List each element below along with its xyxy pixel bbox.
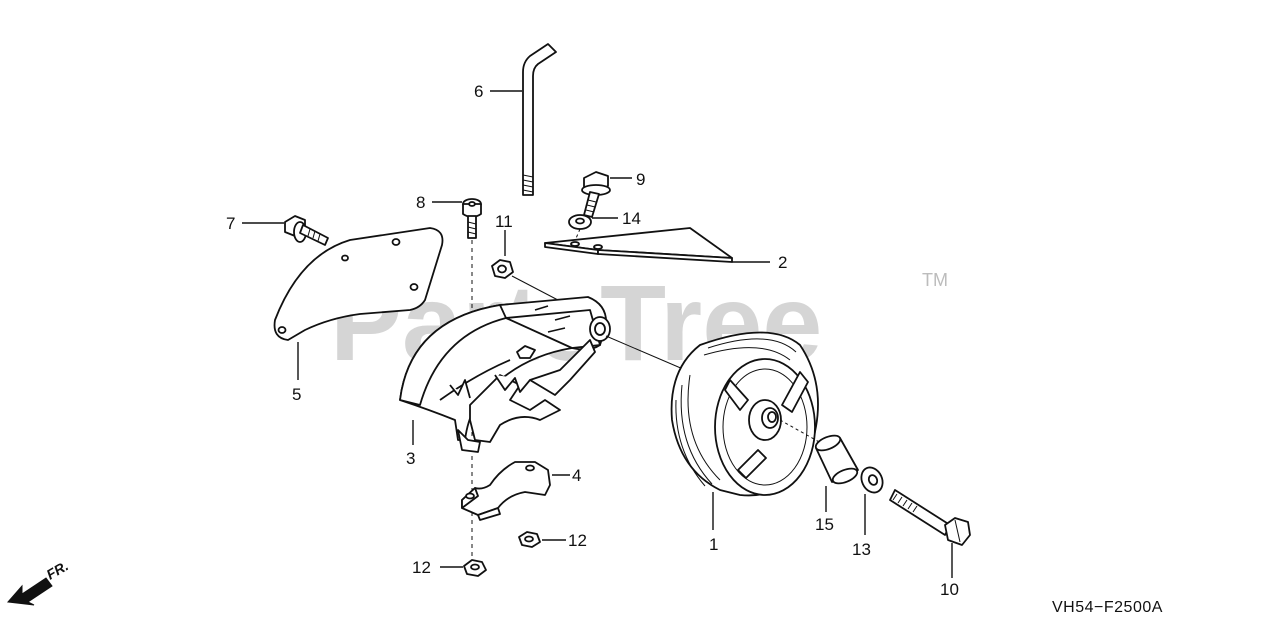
callout-8: 8 xyxy=(416,193,425,212)
callout-9: 9 xyxy=(636,170,645,189)
part-8-screw[interactable] xyxy=(462,198,482,239)
part-12-nut-right[interactable] xyxy=(518,531,541,548)
part-9-bolt[interactable] xyxy=(581,171,611,218)
part-1-wheel[interactable] xyxy=(670,331,819,497)
callout-3: 3 xyxy=(406,449,415,468)
callout-5: 5 xyxy=(292,385,301,404)
diagram-code: VH54−F2500A xyxy=(1052,599,1163,616)
trademark-text: TM xyxy=(922,270,948,290)
part-11-nut[interactable] xyxy=(491,259,514,279)
part-6-rod[interactable] xyxy=(522,43,557,196)
part-12-nut-lower[interactable] xyxy=(463,559,487,577)
part-7-bolt[interactable] xyxy=(284,215,329,246)
callout-12-lower: 12 xyxy=(412,558,431,577)
part-10-bolt[interactable] xyxy=(889,489,971,546)
callout-14: 14 xyxy=(622,209,641,228)
part-14-washer[interactable] xyxy=(568,214,592,230)
callout-6: 6 xyxy=(474,82,483,101)
callout-15: 15 xyxy=(815,515,834,534)
callout-1: 1 xyxy=(709,535,718,554)
callout-12-right: 12 xyxy=(568,531,587,550)
part-5-cover[interactable] xyxy=(273,227,444,341)
callout-2: 2 xyxy=(778,253,787,272)
callout-4: 4 xyxy=(572,466,581,485)
front-direction-arrow-icon xyxy=(6,577,53,606)
part-13-washer[interactable] xyxy=(857,464,886,496)
callout-10: 10 xyxy=(940,580,959,599)
part-3-fender[interactable] xyxy=(399,296,611,453)
callout-11: 11 xyxy=(495,212,513,231)
callout-13: 13 xyxy=(852,540,871,559)
part-15-spacer[interactable] xyxy=(814,433,860,487)
part-4-clamp[interactable] xyxy=(461,461,551,521)
front-direction-label: FR. xyxy=(44,557,72,582)
callout-7: 7 xyxy=(226,214,235,233)
part-2-plate[interactable] xyxy=(544,227,733,263)
